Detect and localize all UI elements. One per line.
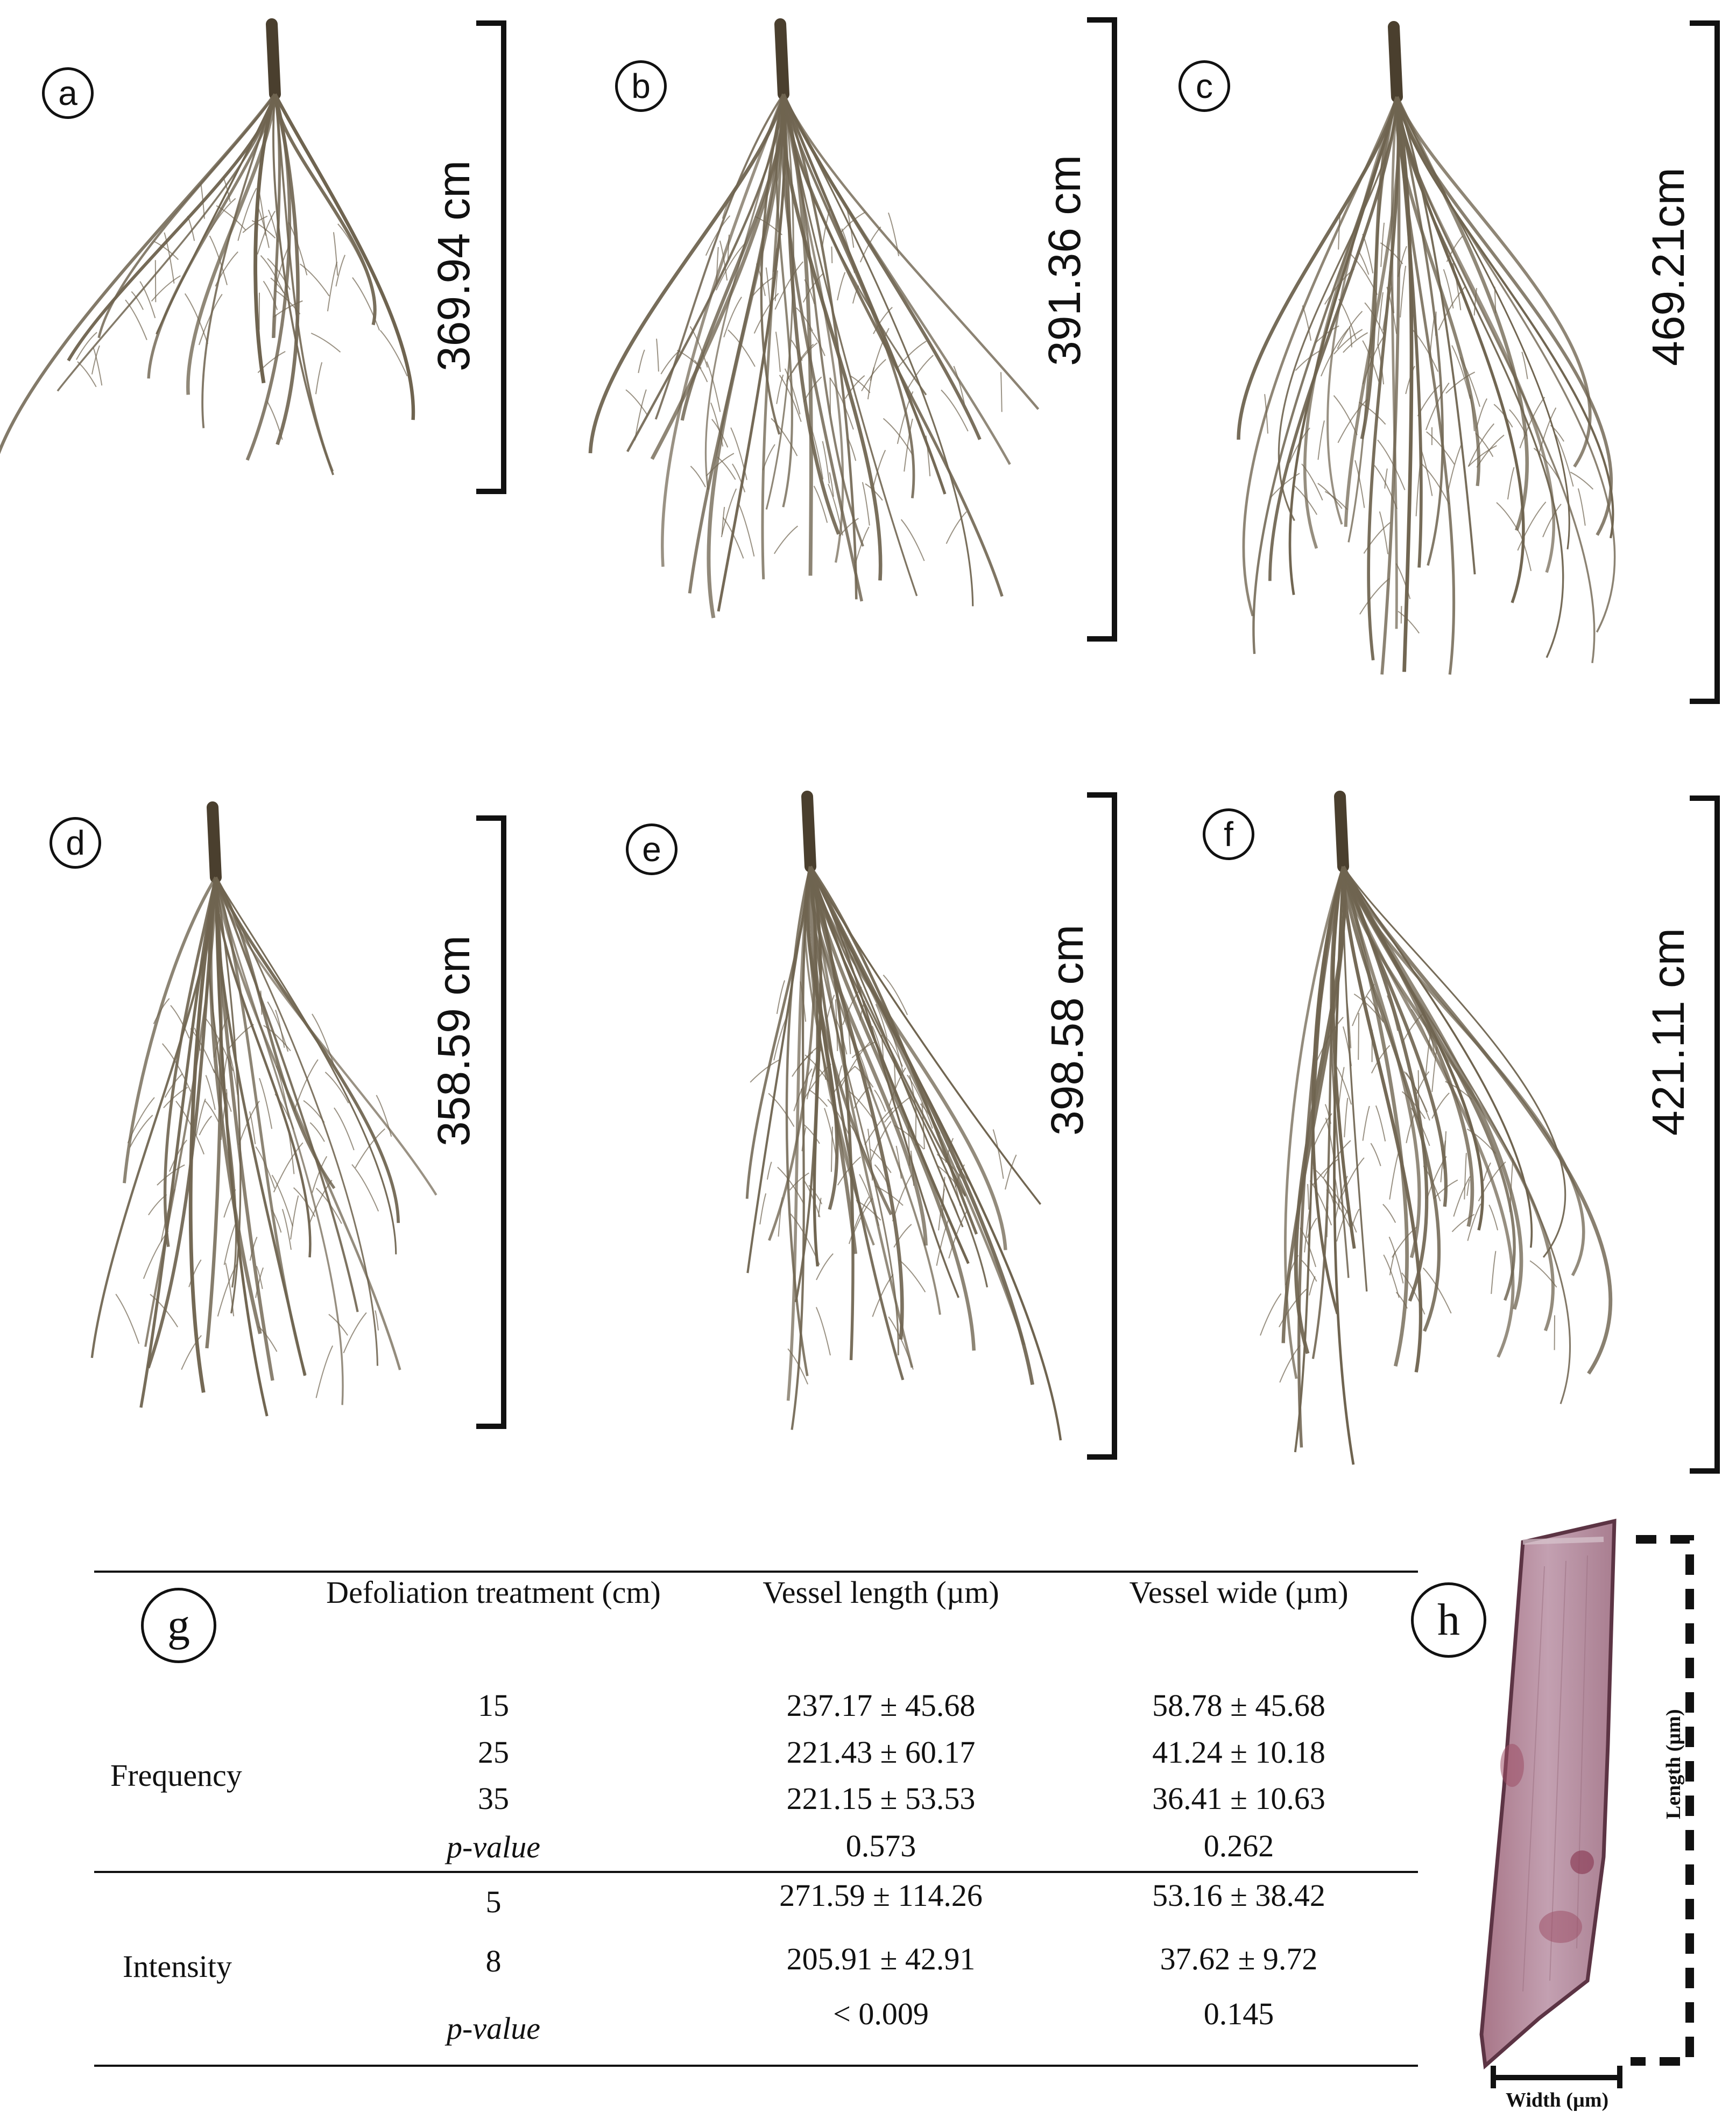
table-header-vessel-length: Vessel length (µm) (763, 1575, 999, 1610)
table-row-freq-25-wide: 41.24 ± 10.18 (1152, 1735, 1325, 1770)
table-row-int-8-wide: 37.62 ± 9.72 (1160, 1941, 1318, 1976)
root-system-e (745, 791, 1062, 1441)
table-row-int-8-treatment: 8 (485, 1944, 502, 1979)
panel-letter-b: b (615, 60, 667, 112)
panel-letter-g: g (141, 1588, 216, 1663)
table-row-freq-35-treatment: 35 (478, 1781, 509, 1816)
root-length-label-b: 391.36 cm (1039, 154, 1090, 366)
scale-bar-f (1690, 796, 1720, 1474)
root-system-b (588, 18, 1040, 618)
panel-letter-f: f (1203, 808, 1254, 860)
root-photographs (0, 18, 1616, 1465)
table-row-int-pvalue-length: < 0.009 (833, 1996, 929, 2031)
table-row-freq-35-length: 221.15 ± 53.53 (786, 1781, 976, 1816)
root-system-d (90, 801, 437, 1417)
table-header-treatment: Defoliation treatment (cm) (326, 1575, 661, 1610)
table-row-freq-pvalue-label: p-value (447, 1829, 540, 1864)
table-row-int-8-length: 205.91 ± 42.91 (786, 1941, 976, 1976)
root-system-c (1237, 21, 1616, 675)
scale-bar-e (1087, 792, 1117, 1460)
root-length-label-d: 358.59 cm (428, 935, 479, 1146)
table-row-int-pvalue-wide: 0.145 (1203, 1996, 1274, 2031)
table-row-int-5-treatment: 5 (485, 1884, 502, 1919)
panel-letter-c: c (1178, 60, 1230, 112)
group-label-intensity: Intensity (123, 1949, 232, 1984)
vessel-element (1479, 1518, 1617, 2070)
table-row-freq-pvalue-wide: 0.262 (1203, 1828, 1274, 1863)
root-system-f (1260, 791, 1612, 1465)
table-row-freq-15-length: 237.17 ± 45.68 (786, 1688, 976, 1723)
table-row-int-5-wide: 53.16 ± 38.42 (1152, 1878, 1325, 1913)
scale-bar-d (476, 815, 506, 1429)
root-system-a (0, 18, 415, 475)
table-row-freq-pvalue-length: 0.573 (845, 1828, 916, 1863)
table-row-freq-25-length: 221.43 ± 60.17 (786, 1735, 976, 1770)
root-length-label-c: 469.21cm (1643, 167, 1693, 366)
table-header-vessel-wide: Vessel wide (µm) (1129, 1575, 1349, 1610)
panel-letter-h: h (1411, 1582, 1486, 1658)
table-mid-rule (94, 1871, 1418, 1873)
scale-bar-b (1087, 17, 1117, 642)
panel-letter-d: d (50, 817, 101, 869)
root-length-label-a: 369.94 cm (428, 160, 479, 371)
root-length-label-f: 421.11 cm (1643, 928, 1693, 1136)
table-bottom-rule (94, 2065, 1418, 2067)
vessel-element-micrograph (1479, 1518, 1694, 2088)
vessel-width-label: Width (µm) (1506, 2089, 1609, 2111)
panel-letter-e: e (626, 823, 678, 875)
panel-letter-a: a (42, 67, 94, 119)
vessel-length-label: Length (µm) (1662, 1709, 1685, 1820)
scale-bar-c (1690, 20, 1720, 704)
table-row-freq-25-treatment: 25 (478, 1735, 509, 1770)
table-row-int-5-length: 271.59 ± 114.26 (779, 1878, 983, 1913)
table-row-freq-35-wide: 36.41 ± 10.63 (1152, 1781, 1325, 1816)
table-row-freq-15-treatment: 15 (478, 1688, 509, 1723)
table-row-freq-15-wide: 58.78 ± 45.68 (1152, 1688, 1325, 1723)
table-row-int-pvalue-label: p-value (447, 2011, 540, 2046)
table-top-rule (94, 1571, 1418, 1573)
group-label-frequency: Frequency (110, 1758, 242, 1793)
scale-bar-a (476, 20, 506, 494)
root-length-label-e: 398.58 cm (1042, 924, 1092, 1136)
